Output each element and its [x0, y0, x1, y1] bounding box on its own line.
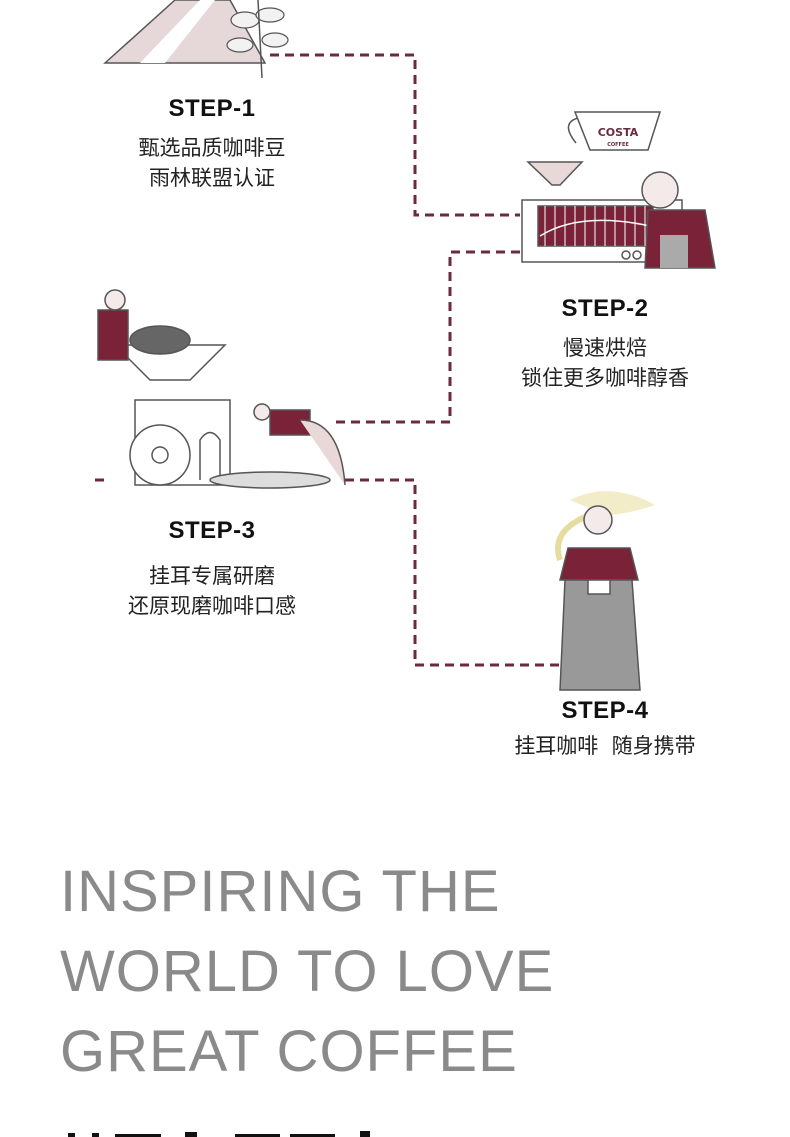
process-path-illustration: COSTA COFFEE [95, 0, 716, 691]
slogan-line: WORLD TO LOVE [60, 939, 555, 1004]
roaster-machine-illustration: COSTA COFFEE [521, 111, 716, 269]
step-3: STEP-3 挂耳专属研磨还原现磨咖啡口感 [92, 517, 332, 621]
step-2: STEP-2 慢速烘焙锁住更多咖啡醇香 [485, 295, 725, 393]
brand-slogan: INSPIRING THE WORLD TO LOVE GREAT COFFEE [60, 852, 554, 1092]
slogan-line: GREAT COFFEE [60, 1019, 518, 1084]
step-title: STEP-2 [561, 295, 649, 322]
step-line: 锁住更多咖啡醇香 [521, 366, 689, 390]
step-title: STEP-4 [561, 697, 649, 724]
grinder-machine-illustration [97, 289, 346, 489]
svg-text:COFFEE: COFFEE [607, 142, 629, 148]
step-title: STEP-3 [168, 517, 256, 544]
step-line: 慢速烘焙 [563, 336, 647, 360]
step-4: STEP-4 挂耳咖啡 随身携带 [485, 697, 725, 761]
step-line: 还原现磨咖啡口感 [128, 594, 296, 618]
dashed-process-path [95, 53, 560, 667]
step-line: 挂耳咖啡 随身携带 [514, 734, 696, 758]
step-line: 挂耳专属研磨 [149, 564, 275, 588]
slogan-line: INSPIRING THE [60, 859, 501, 924]
step-1: STEP-1 甄选品质咖啡豆雨林联盟认证 [112, 95, 312, 193]
step-title: STEP-1 [168, 95, 256, 122]
step-line: 甄选品质咖啡豆 [138, 136, 286, 160]
coffee-plant-illustration [103, 0, 289, 79]
barista-illustration [555, 491, 655, 691]
costa-logo: COSTA [598, 126, 639, 139]
clipped-heading-fragment [68, 1131, 370, 1137]
step-line: 雨林联盟认证 [149, 166, 275, 190]
